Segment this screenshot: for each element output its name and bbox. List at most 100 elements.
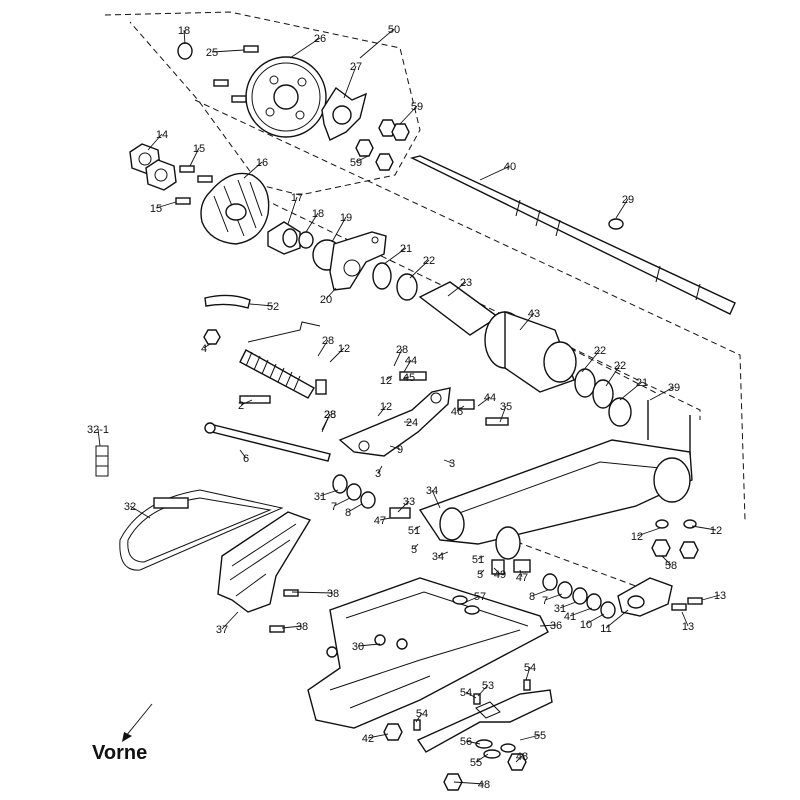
callout-label: 4 <box>201 343 207 355</box>
callout-label: 27 <box>350 61 362 73</box>
nut-4 <box>203 329 221 345</box>
callout-leader <box>355 155 369 163</box>
linkage-rocker <box>338 387 451 457</box>
callout-leader <box>544 593 563 601</box>
callout-label: 28 <box>322 335 334 347</box>
callout-leader <box>585 613 605 625</box>
bolts-15 <box>175 165 213 205</box>
callout-leader <box>605 609 629 629</box>
callout-label: 41 <box>564 611 576 623</box>
callout-leader <box>477 555 485 560</box>
bolt-13b <box>671 603 687 611</box>
callout-label: 3 <box>449 458 455 470</box>
callout-leader <box>559 601 577 609</box>
callout-leader <box>347 503 363 513</box>
callout-label: 12 <box>631 531 643 543</box>
callout-label: 49 <box>494 569 506 581</box>
callout-label: 3 <box>375 468 381 480</box>
o-ring-18 <box>177 42 193 60</box>
bolts-30 <box>326 634 408 658</box>
callout-label: 57 <box>474 591 486 603</box>
callout-label: 35 <box>500 401 512 413</box>
callout-leader <box>681 611 689 627</box>
callout-label: 53 <box>482 680 494 692</box>
callout-label: 31 <box>554 603 566 615</box>
callout-leader <box>539 624 557 627</box>
direction-arrowhead <box>122 732 132 742</box>
callout-leader <box>359 28 395 59</box>
callout-label: 26 <box>314 33 326 45</box>
bushing-33 <box>389 507 411 519</box>
front-direction-caption: Vorne <box>92 742 148 764</box>
bushing-47 <box>513 559 531 573</box>
callout-label: 56 <box>460 736 472 748</box>
callout-label: 40 <box>504 161 516 173</box>
callout-leader <box>615 198 629 219</box>
callout-leader <box>443 459 453 464</box>
callout-leader <box>367 733 389 739</box>
bolt-38b <box>269 625 285 633</box>
callout-label: 10 <box>580 619 592 631</box>
assembly-outline <box>104 11 746 596</box>
callout-leader <box>325 287 337 300</box>
callout-leader <box>397 500 410 513</box>
callout-label: 38 <box>327 588 339 600</box>
callout-leader <box>691 525 717 531</box>
callout-leader <box>147 133 163 151</box>
callout-label: 37 <box>216 624 228 636</box>
callout-leader <box>619 381 643 401</box>
callout-label: 22 <box>614 360 626 372</box>
seal-21 <box>372 262 392 290</box>
callout-leader <box>519 312 535 331</box>
callout-label: 59 <box>350 157 362 169</box>
callout-leader <box>605 364 621 387</box>
callout-leader <box>289 37 321 59</box>
nut-42 <box>383 723 403 741</box>
callout-leader <box>249 303 274 307</box>
callout-label: 15 <box>150 203 162 215</box>
callout-label: 44 <box>405 355 417 367</box>
callout-label: 54 <box>524 662 536 674</box>
callout-label: 43 <box>528 308 540 320</box>
bearing-housing-17 <box>267 221 301 255</box>
callout-label: 9 <box>397 444 403 456</box>
callout-label: 31 <box>314 491 326 503</box>
callout-leader <box>155 201 177 209</box>
chain-link-32-1 <box>95 445 109 477</box>
callout-leader <box>701 594 721 601</box>
callout-leader <box>531 589 549 597</box>
callout-label: 5 <box>477 569 483 581</box>
callout-leader <box>431 489 441 509</box>
callout-leader <box>379 517 391 521</box>
callout-leader <box>465 691 477 699</box>
callout-leader <box>333 497 351 507</box>
callout-leader <box>477 396 491 407</box>
washers-55-56 <box>443 739 527 791</box>
callout-label: 19 <box>340 212 352 224</box>
callout-leader <box>456 405 465 412</box>
skid-plate <box>307 577 549 729</box>
chain-guard <box>217 511 312 613</box>
callout-leader <box>493 567 501 575</box>
callout-leader <box>479 165 511 181</box>
callout-label: 55 <box>470 757 482 769</box>
callout-leader <box>403 359 412 373</box>
seal-22b <box>574 368 596 398</box>
callout-leader <box>203 343 211 349</box>
callout-label: 18 <box>312 208 324 220</box>
callout-label: 5 <box>411 544 417 556</box>
callout-label: 51 <box>408 525 420 537</box>
bushing-46 <box>457 399 475 410</box>
callout-label: 52 <box>267 301 279 313</box>
spacers-31-7-8 <box>332 474 376 509</box>
callout-label: 7 <box>542 595 548 607</box>
bushing-49 <box>491 559 505 575</box>
callout-leader <box>240 399 253 406</box>
callout-leader <box>97 428 101 447</box>
washer-57b <box>464 605 480 615</box>
callout-label: 16 <box>256 157 268 169</box>
callout-label: 28 <box>396 344 408 356</box>
swing-arm <box>418 400 693 560</box>
bearing-carrier <box>484 311 577 393</box>
callout-label: 12 <box>380 401 392 413</box>
